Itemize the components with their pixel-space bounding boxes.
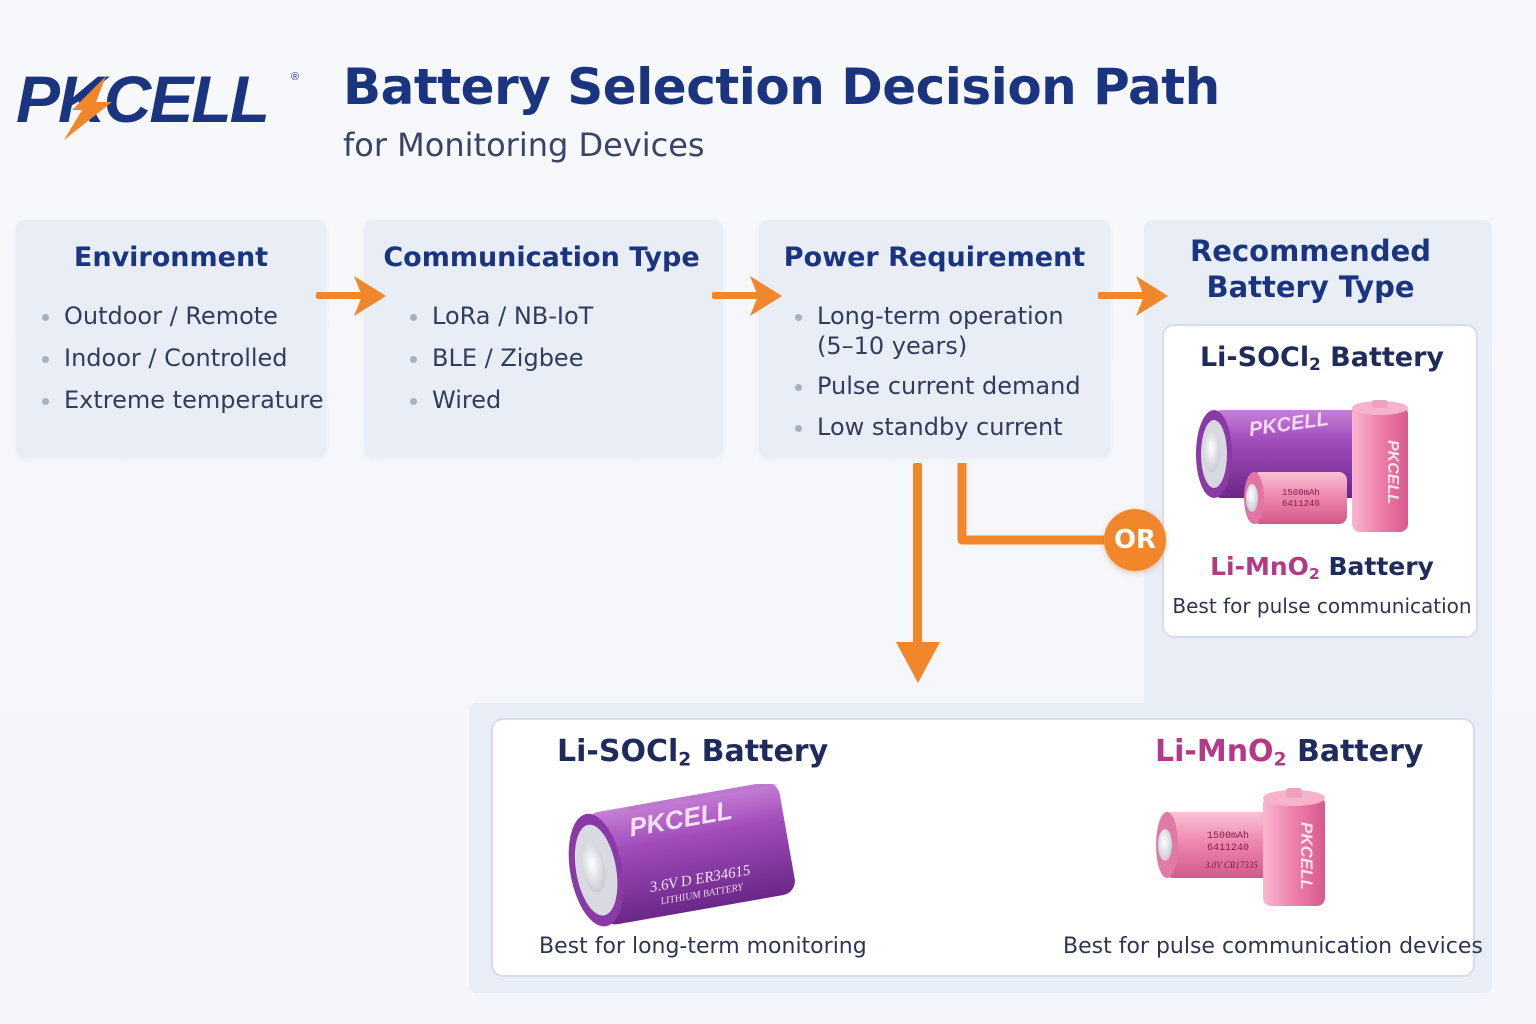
- secondary-battery-caption: Best for pulse communication: [1172, 594, 1472, 618]
- page-subtitle: for Monitoring Devices: [343, 126, 705, 164]
- secondary-battery-name: Li-MnO2 Battery: [1210, 552, 1434, 583]
- limno2-battery-image: 1500mAh 6411240 3.0V CR17335 PKCELL: [1156, 788, 1325, 906]
- list-item: Wired: [409, 385, 593, 415]
- list-item: LoRa / NB-IoT: [409, 302, 594, 330]
- results-card: Li-SOCl2 Battery PKCELL 3.6V D ER34615 L…: [491, 718, 1483, 977]
- step-card-power: Power Requirement Long-term operation (5…: [759, 220, 1110, 457]
- list-item: Long-term operation: [795, 301, 1081, 331]
- arrow-down-icon: [896, 463, 940, 683]
- pkcell-logo: PKCELL ®: [16, 62, 299, 140]
- svg-text:PKCELL: PKCELL: [1384, 440, 1401, 504]
- result-left-caption: Best for long-term monitoring: [539, 934, 867, 959]
- list-item: Pulse current demand: [795, 372, 1081, 400]
- lisocl2-battery-image: PKCELL 3.6V D ER34615 LITHIUM BATTERY: [568, 784, 795, 927]
- result-left-battery-name: Li-SOCl2 Battery: [557, 734, 829, 771]
- list-item: Low standby current: [795, 412, 1081, 442]
- step-title: Power Requirement: [783, 242, 1086, 273]
- or-badge: OR: [1104, 509, 1166, 571]
- step-title: Environment: [73, 242, 269, 273]
- bolt-icon: [64, 76, 112, 140]
- list-item: Indoor / Controlled: [42, 343, 324, 373]
- list-item: BLE / Zigbee: [409, 343, 593, 373]
- svg-text:1500mAh: 1500mAh: [1282, 488, 1320, 498]
- logo-text: PKCELL: [16, 62, 268, 136]
- result-right-battery-name: Li-MnO2 Battery: [1155, 734, 1424, 771]
- step-title: Communication Type: [383, 242, 700, 273]
- recommendation-card: Li-SOCl2 Battery PKCELL 1500mAh 6411240 …: [1162, 324, 1478, 638]
- result-right-caption: Best for pulse communication devices: [1063, 934, 1483, 959]
- or-connector-line: [957, 463, 1104, 545]
- battery-group-image: PKCELL 1500mAh 6411240 PKCELL: [1196, 400, 1408, 532]
- svg-text:6411240: 6411240: [1207, 843, 1249, 854]
- list-item: Outdoor / Remote: [42, 301, 324, 331]
- recommendation-title: Recommended Battery Type: [1189, 234, 1432, 304]
- svg-text:PKCELL: PKCELL: [1297, 822, 1316, 890]
- svg-text:®: ®: [291, 71, 299, 83]
- svg-text:3.0V CR17335: 3.0V CR17335: [1204, 860, 1258, 870]
- svg-text:1500mAh: 1500mAh: [1207, 830, 1249, 842]
- svg-text:6411240: 6411240: [1282, 499, 1320, 509]
- step-card-communication: Communication Type LoRa / NB-IoT BLE / Z…: [364, 220, 723, 457]
- primary-battery-name: Li-SOCl2 Battery: [1199, 342, 1445, 375]
- page-title: Battery Selection Decision Path: [343, 58, 1220, 116]
- list-item-continuation: (5–10 years): [817, 332, 968, 360]
- list-item: Extreme temperature: [42, 386, 324, 414]
- step-card-environment: Environment Outdoor / Remote Indoor / Co…: [16, 220, 326, 457]
